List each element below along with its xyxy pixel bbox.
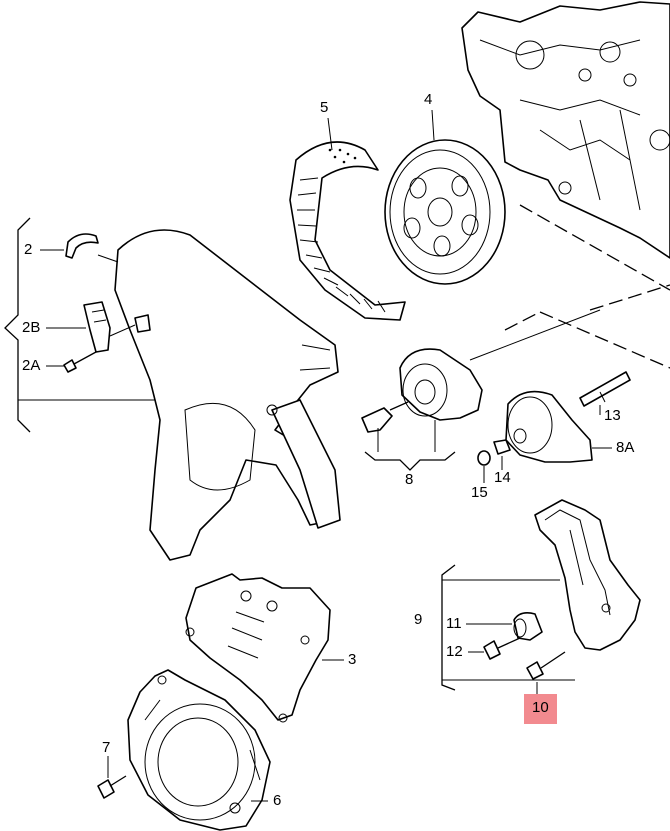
callout-15[interactable]: 15 (471, 484, 488, 501)
callout-14[interactable]: 14 (494, 469, 511, 486)
clip-and-bolt (63, 301, 151, 373)
callout-12[interactable]: 12 (446, 643, 463, 660)
callout-2[interactable]: 2 (24, 241, 33, 258)
callout-4[interactable]: 4 (424, 91, 433, 108)
timing-belt (289, 117, 406, 321)
callout-8[interactable]: 8 (405, 471, 414, 488)
lower-timing-belt-cover (97, 669, 271, 831)
nut-and-washer (477, 439, 511, 483)
callout-3[interactable]: 3 (348, 651, 357, 668)
engine-block (461, 1, 670, 259)
tensioner-assembly (505, 371, 631, 463)
group-bracket-2 (4, 217, 155, 433)
engine-mount-bracket (441, 499, 641, 691)
tensioner-pulley (361, 309, 601, 471)
callout-13[interactable]: 13 (604, 407, 621, 424)
callout-2b[interactable]: 2B (22, 319, 41, 336)
camshaft-sprocket (384, 109, 506, 285)
dashed-reference-lines (504, 204, 670, 369)
callout-7[interactable]: 7 (102, 739, 111, 756)
callout-5[interactable]: 5 (320, 99, 329, 116)
middle-timing-belt-cover (185, 573, 331, 723)
upper-timing-belt-cover (65, 229, 341, 561)
callout-11[interactable]: 11 (446, 615, 462, 632)
callout-10[interactable]: 10 (524, 694, 557, 724)
callout-6[interactable]: 6 (273, 792, 282, 809)
callout-9[interactable]: 9 (414, 611, 423, 628)
callout-8a[interactable]: 8A (616, 439, 635, 456)
callout-2a[interactable]: 2A (22, 357, 41, 374)
leader-lines (40, 249, 606, 802)
